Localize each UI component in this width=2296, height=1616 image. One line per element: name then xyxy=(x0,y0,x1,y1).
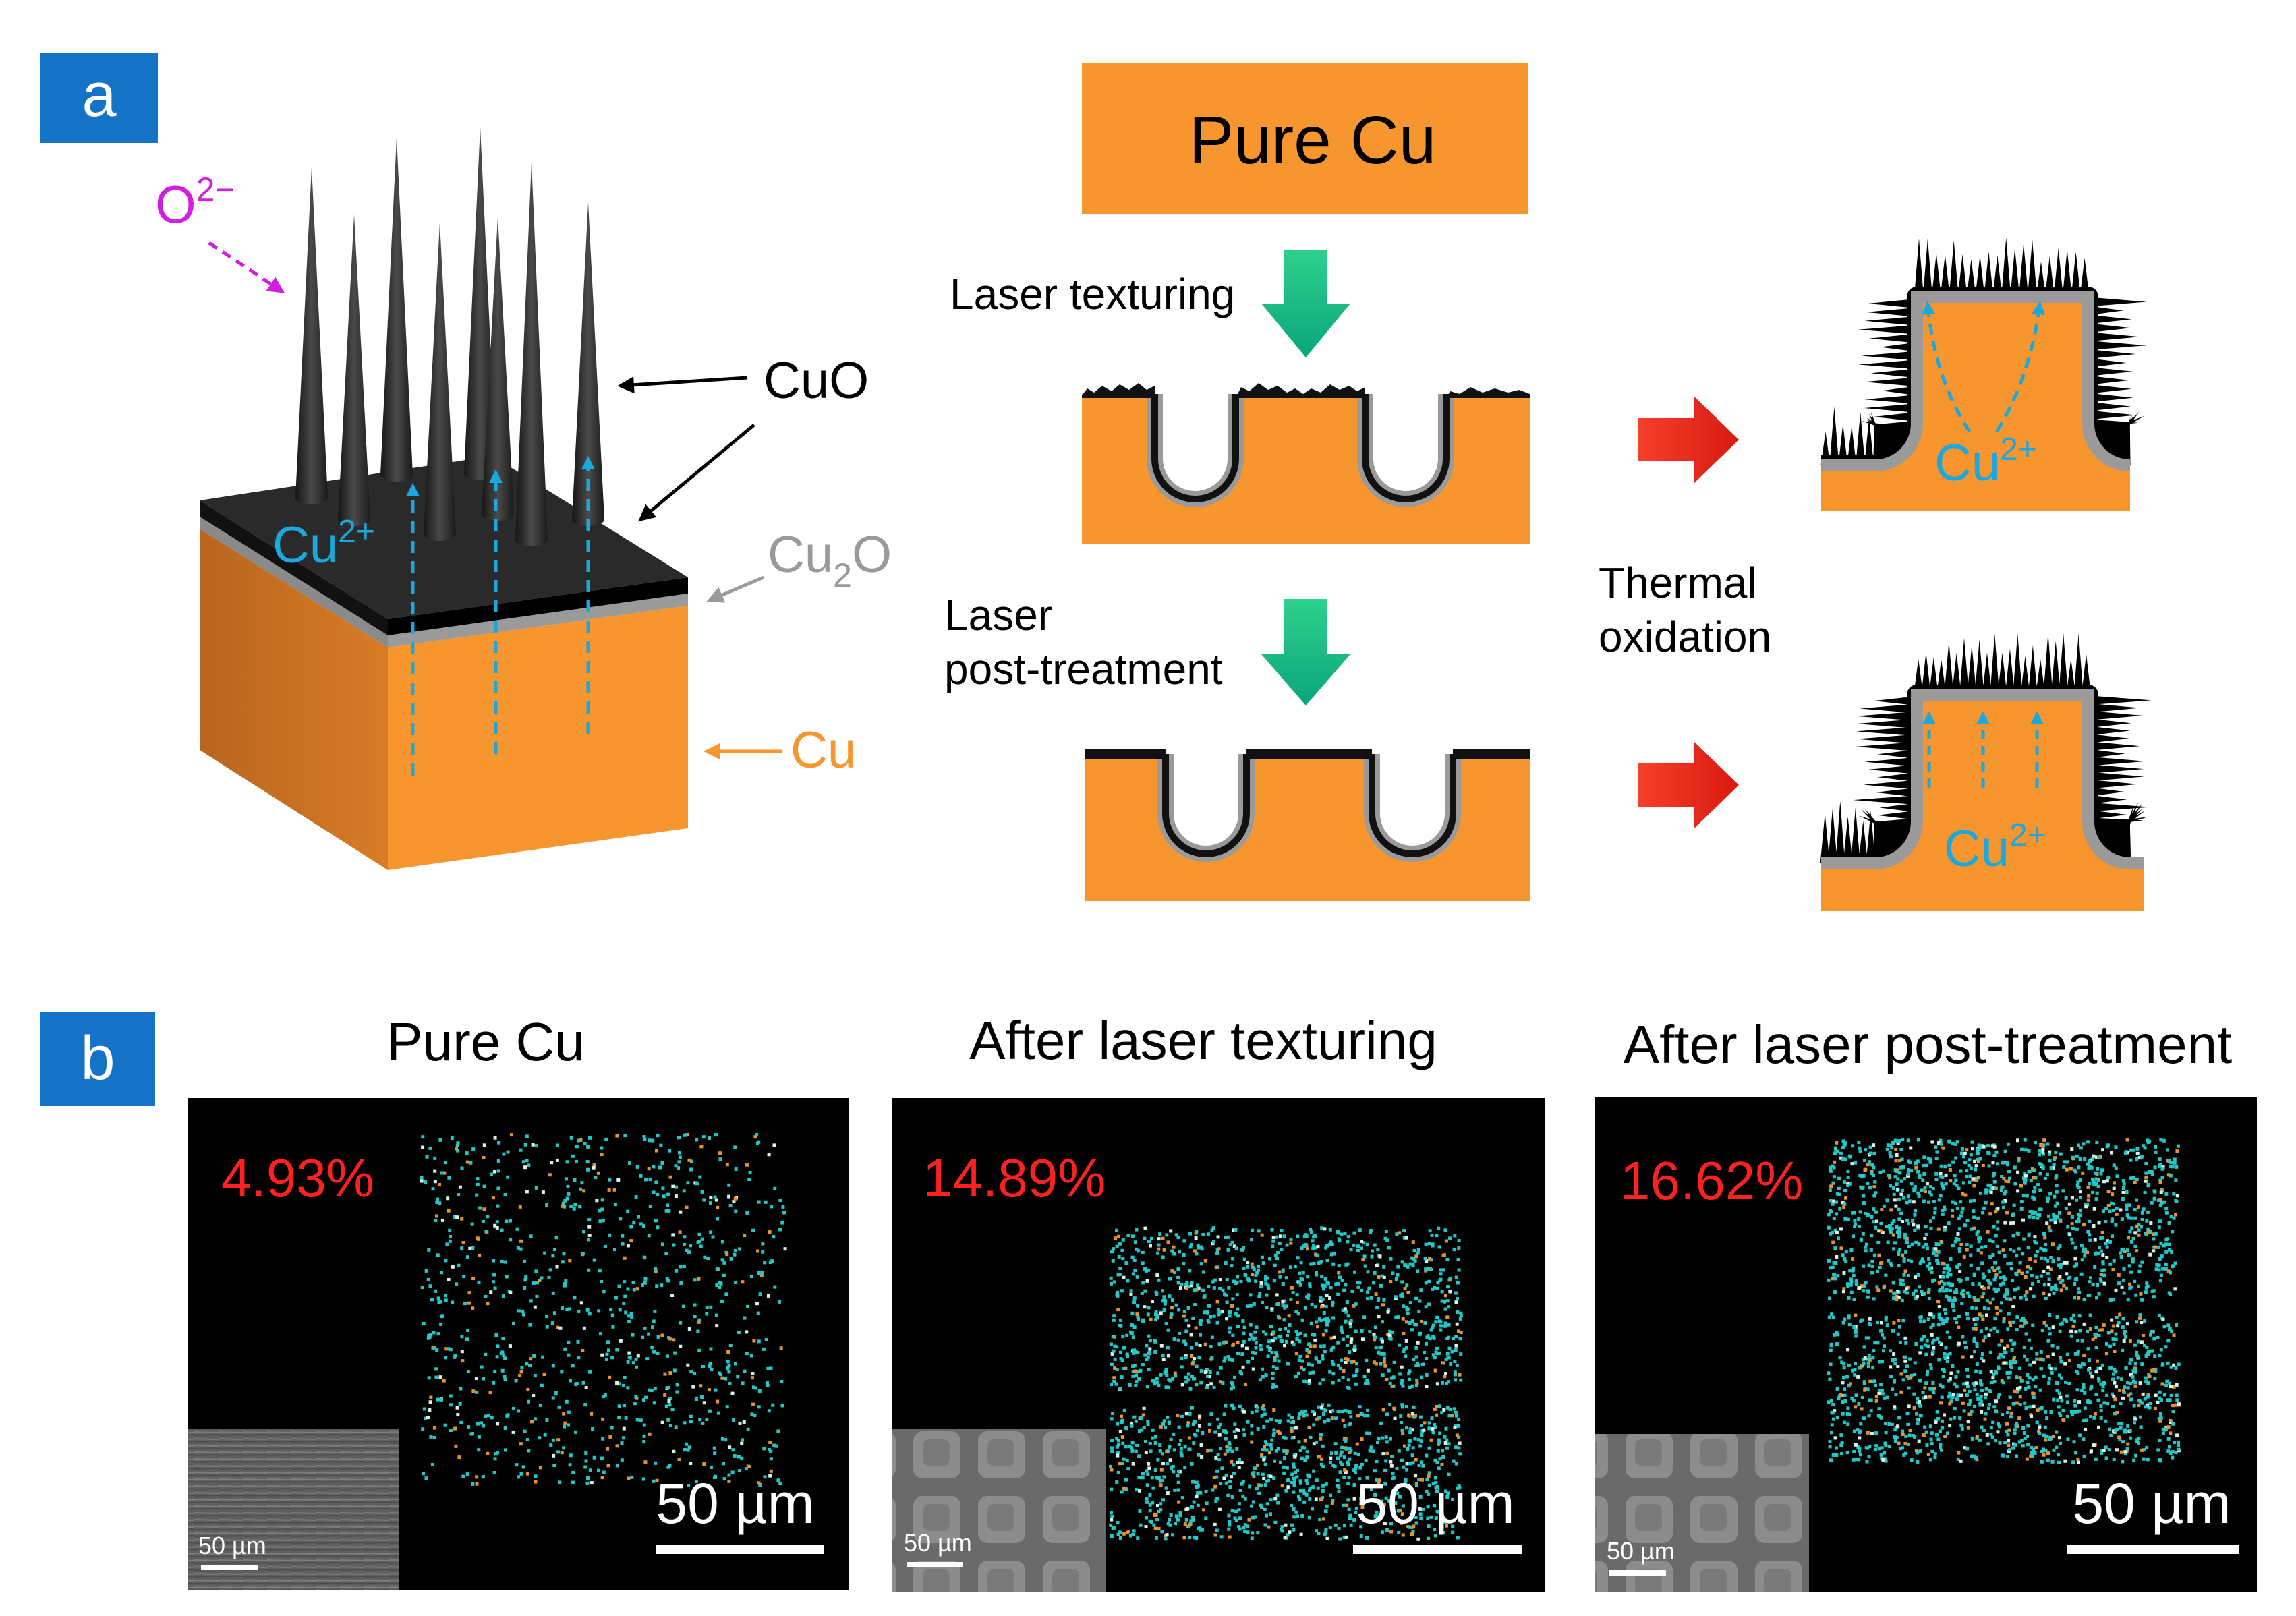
scale-bar-2 xyxy=(1353,1545,1522,1554)
thermal-label-line2: oxidation xyxy=(1599,612,1771,661)
panel-a-label-box xyxy=(40,53,158,143)
eds-map-after-post-treatment: 50 µm 16.62% 50 µm xyxy=(1595,1097,2257,1592)
cube-left-face xyxy=(200,529,388,870)
cuo-nanowire xyxy=(424,223,456,541)
cuo-nanowire xyxy=(515,162,548,546)
green-arrow-2 xyxy=(1261,599,1350,705)
cu2o-label: Cu2O xyxy=(768,526,892,594)
cu2o-layer-front xyxy=(388,594,688,647)
cuo-nanowire xyxy=(338,214,370,526)
cu2o-arrow xyxy=(706,575,764,603)
map-title-pure-cu: Pure Cu xyxy=(386,1012,584,1072)
oxygen-distribution-dots xyxy=(420,1133,787,1487)
cu2o-layer-left xyxy=(200,517,388,647)
top-result-ion-label: Cu2+ xyxy=(1934,432,2037,492)
cube-front-face xyxy=(388,606,688,870)
sem-inset-pure-cu xyxy=(188,1429,399,1590)
post-treatment-label-line1: Laser xyxy=(944,591,1052,639)
oxygen-ion-label: O2− xyxy=(155,171,235,234)
green-arrow-1 xyxy=(1261,250,1350,357)
post-treated-profile xyxy=(1085,749,1530,901)
panel-b-label-box xyxy=(40,1012,155,1106)
scale-bar-1 xyxy=(656,1545,824,1554)
inset-scale-label-1: 50 µm xyxy=(198,1532,266,1559)
oxygen-distribution-dots xyxy=(1109,1226,1463,1541)
cuo-arrow-1 xyxy=(617,376,748,394)
cuo-nanowire xyxy=(572,202,604,526)
map-title-after-post-treatment: After laser post-treatment xyxy=(1624,1014,2233,1074)
scale-label-1: 50 µm xyxy=(656,1472,814,1535)
cuo-arrow-2 xyxy=(638,424,755,522)
red-arrow-2 xyxy=(1638,742,1739,828)
inset-scale-label-3: 50 µm xyxy=(1607,1537,1675,1565)
scale-label-3: 50 µm xyxy=(2072,1472,2231,1535)
percent-label-2: 14.89% xyxy=(923,1148,1106,1208)
pure-cu-box xyxy=(1082,63,1528,214)
cube-illustration xyxy=(200,127,688,870)
process-flow: Pure Cu Laser texturing Laser post-treat… xyxy=(944,63,2152,911)
panel-b-label: b xyxy=(80,1024,115,1093)
inset-scale-label-2: 50 µm xyxy=(904,1529,972,1557)
panel-b: b Pure Cu After laser texturing After la… xyxy=(40,1010,2257,1592)
cuo-layer-left xyxy=(200,500,388,635)
panel-a-label: a xyxy=(82,61,117,129)
sem-inset-after-post-treatment xyxy=(1595,1434,1809,1592)
panel-a: a O2− CuO Cu2O Cu Cu2+ Pure Cu Laser tex xyxy=(40,53,2152,911)
cu-label: Cu xyxy=(791,722,856,779)
pure-cu-box-label: Pure Cu xyxy=(1189,103,1437,178)
cuo-nanowire xyxy=(380,138,413,482)
red-arrow-1 xyxy=(1638,397,1739,483)
textured-profile xyxy=(1082,383,1530,544)
cuo-label: CuO xyxy=(764,352,869,409)
inset-scale-bar-2 xyxy=(907,1562,963,1567)
eds-map-pure-cu: 50 µm 4.93% 50 µm xyxy=(188,1098,849,1590)
cu-ion-diffusion-arrows xyxy=(406,456,595,776)
inset-scale-bar-3 xyxy=(1609,1570,1666,1576)
oxidized-result-bottom: Cu2+ xyxy=(1820,633,2152,911)
cuo-layer-front xyxy=(388,577,688,635)
thermal-label-line1: Thermal xyxy=(1599,558,1757,607)
eds-map-after-texturing: 50 µm 14.89% 50 µm xyxy=(892,1098,1545,1592)
scale-label-2: 50 µm xyxy=(1356,1472,1514,1535)
bottom-result-ion-label: Cu2+ xyxy=(1944,817,2046,877)
cuo-nanowire xyxy=(482,217,514,521)
percent-label-3: 16.62% xyxy=(1620,1151,1803,1211)
oxygen-arrow xyxy=(208,241,285,293)
oxygen-distribution-dots xyxy=(1827,1137,2181,1464)
scale-bar-3 xyxy=(2067,1545,2239,1554)
cube-cu-ion-label: Cu2+ xyxy=(272,514,375,574)
inset-scale-bar-1 xyxy=(201,1565,258,1570)
cuo-nanowire xyxy=(295,167,328,504)
map-title-after-texturing: After laser texturing xyxy=(969,1010,1437,1070)
percent-label-1: 4.93% xyxy=(221,1148,374,1208)
ablation-debris xyxy=(1082,383,1530,398)
laser-texturing-label: Laser texturing xyxy=(950,270,1235,318)
post-treatment-label-line2: post-treatment xyxy=(944,645,1223,693)
cuo-nanowires xyxy=(295,127,604,546)
oxidized-result-top: Cu2+ xyxy=(1820,237,2147,511)
